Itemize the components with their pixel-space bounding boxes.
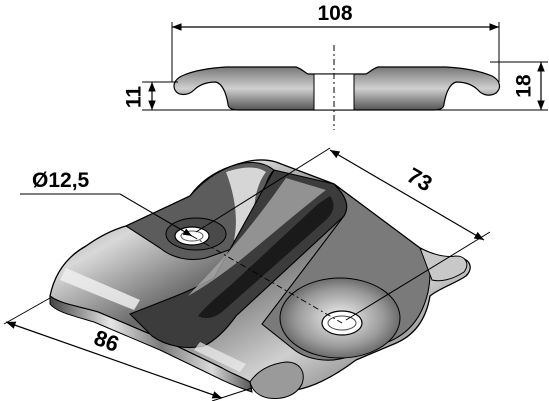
rear-right-tab bbox=[419, 246, 468, 282]
hole-center-line-1 bbox=[191, 235, 343, 324]
dimension-height-inner-label: 11 bbox=[123, 86, 146, 109]
front-right-tab bbox=[249, 361, 304, 399]
dimension-height-outer-label: 18 bbox=[513, 74, 536, 98]
channel-highlight bbox=[188, 178, 326, 296]
dimension-hole-spacing-label: 73 bbox=[403, 163, 437, 197]
side-view: 108 11 18 bbox=[123, 2, 548, 130]
extension-line-width-right bbox=[211, 387, 253, 401]
hole-leader-arrow bbox=[119, 193, 193, 237]
dimension-line-width bbox=[5, 321, 223, 399]
dimension-length-label: 108 bbox=[317, 2, 352, 25]
extension-line-hole-right bbox=[345, 231, 491, 321]
dimension-line-hole-spacing bbox=[329, 149, 485, 241]
channel-groove bbox=[198, 196, 334, 319]
left-hole-inner-ring bbox=[180, 230, 204, 242]
extension-line-hole-left bbox=[195, 147, 331, 233]
hole-diameter-label: Ø12,5 bbox=[32, 169, 90, 192]
right-hole-inner-ring bbox=[327, 315, 357, 331]
plate-stripe-1 bbox=[60, 268, 140, 310]
isometric-view: Ø12,5 73 86 bbox=[3, 147, 491, 401]
left-wing-highlight bbox=[226, 167, 266, 240]
extension-line-width-left bbox=[3, 297, 51, 325]
